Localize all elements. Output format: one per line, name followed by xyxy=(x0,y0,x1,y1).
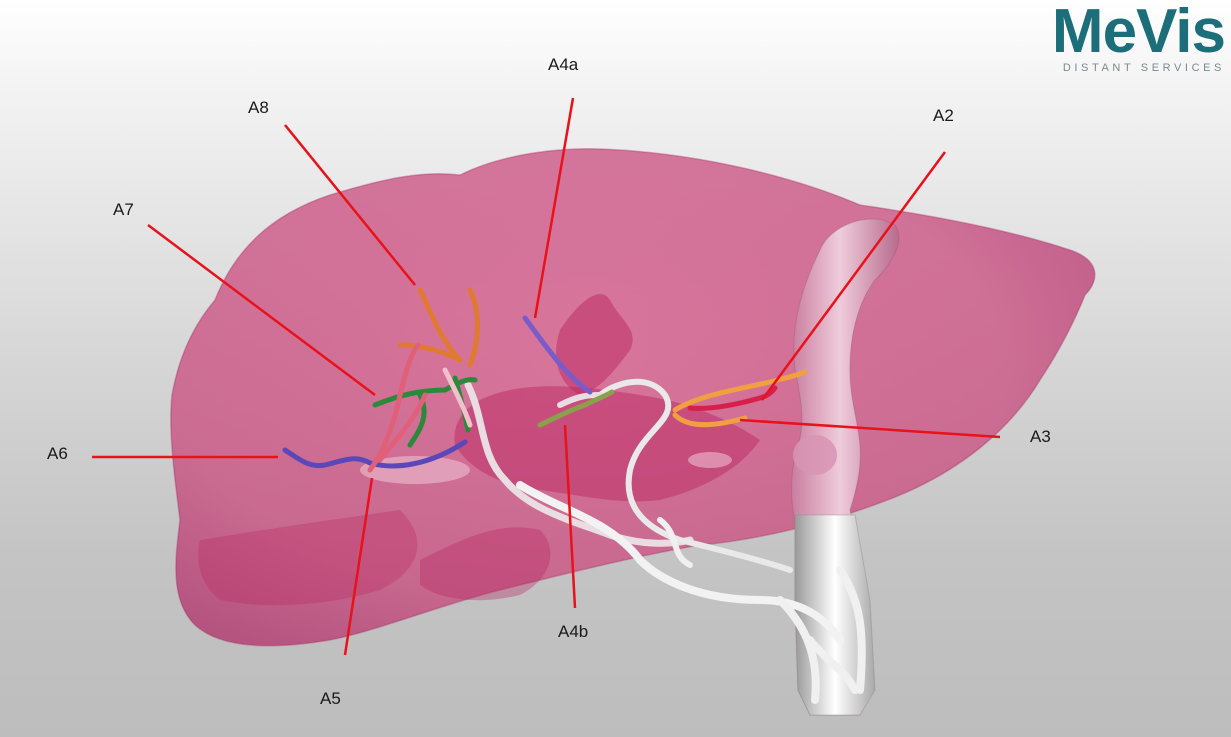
logo-wordmark: MeVis xyxy=(1029,2,1225,62)
label-A7: A7 xyxy=(113,200,134,220)
label-A5: A5 xyxy=(320,689,341,709)
label-A4a: A4a xyxy=(548,55,578,75)
label-A8: A8 xyxy=(248,98,269,118)
mevis-logo: MeVis DISTANT SERVICES xyxy=(1029,2,1225,74)
vena-cava-bulge xyxy=(793,435,837,475)
liver-highlight xyxy=(688,452,732,468)
label-A2: A2 xyxy=(933,106,954,126)
label-A3: A3 xyxy=(1030,427,1051,447)
label-A6: A6 xyxy=(47,444,68,464)
label-A4b: A4b xyxy=(558,622,588,642)
